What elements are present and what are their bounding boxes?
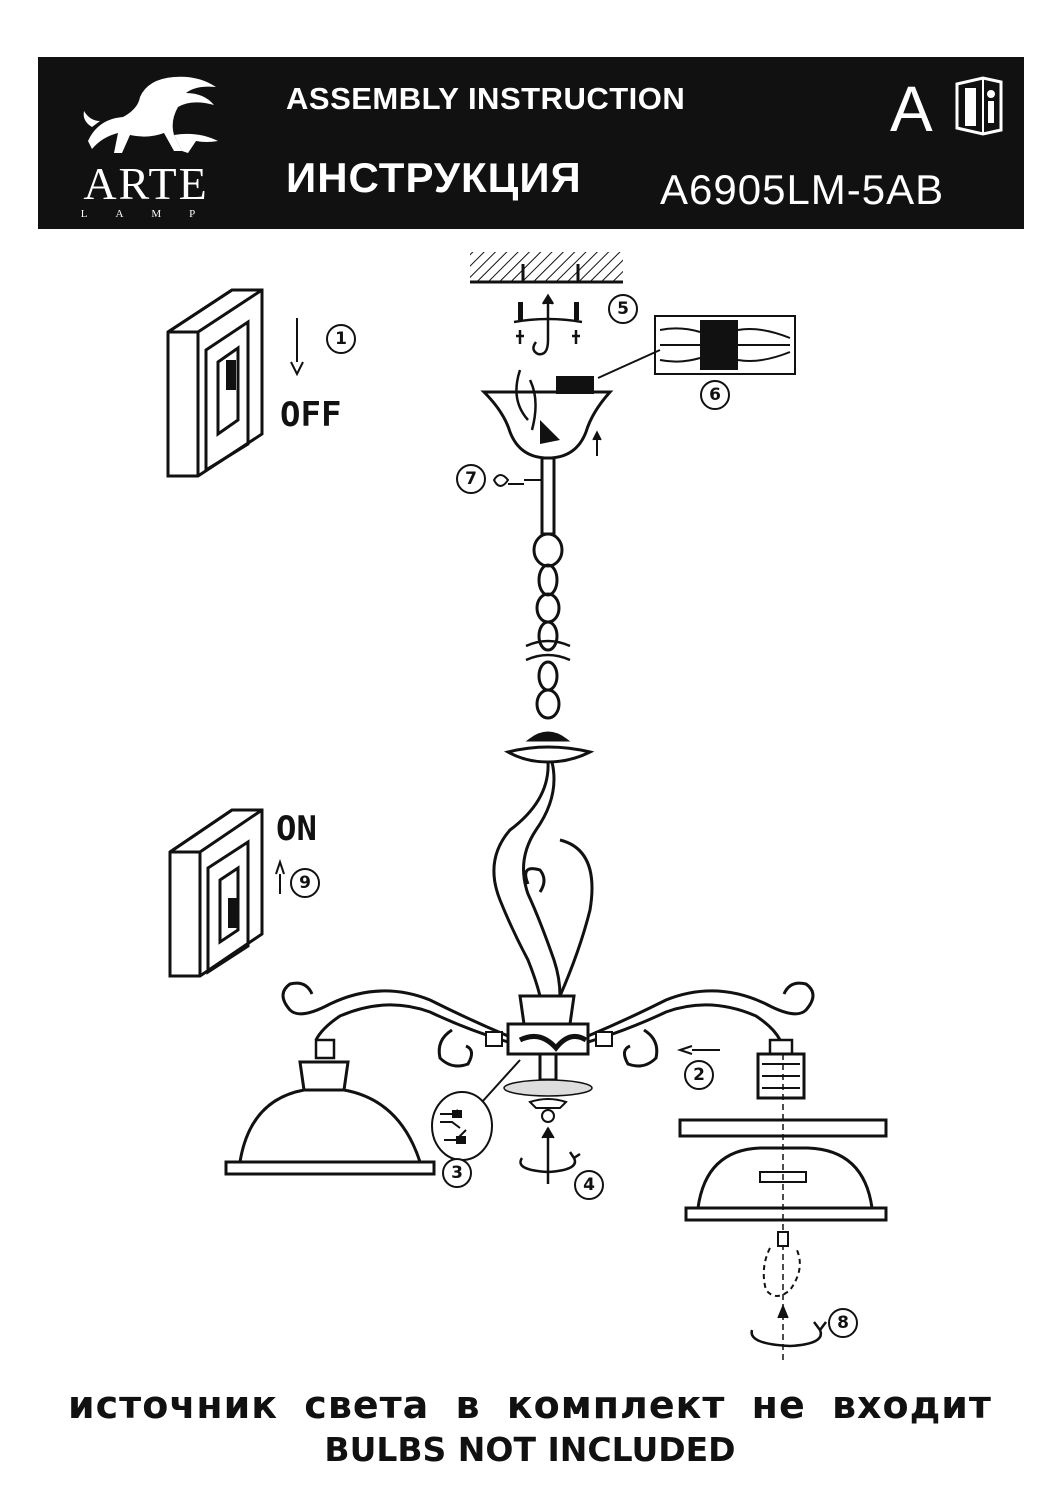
bulb-rotation xyxy=(750,1304,827,1348)
ceiling-canopy xyxy=(480,369,614,460)
step-number: 6 xyxy=(700,380,730,410)
step-number: 3 xyxy=(442,1158,472,1188)
brand-subtitle: LAMP xyxy=(80,208,224,220)
bulbs-note-russian: источник света в комплект не входит xyxy=(68,1383,992,1427)
header-banner: ARTE LAMP ASSEMBLY INSTRUCTION ИНСТРУКЦИ… xyxy=(38,57,1024,229)
on-label: ON xyxy=(276,809,317,849)
terminal-block-detail xyxy=(597,315,796,379)
bulbs-note-english: BULBS NOT INCLUDED xyxy=(324,1430,736,1469)
suspension-chain xyxy=(524,456,571,742)
assembly-diagram xyxy=(166,252,888,1360)
chandelier-frame xyxy=(281,745,815,1097)
wall-switch-on xyxy=(168,808,264,978)
bottom-finial xyxy=(519,1098,581,1184)
title-russian: ИНСТРУКЦИЯ xyxy=(286,154,582,201)
mounting-hardware xyxy=(513,293,583,356)
brand-name: ARTE xyxy=(83,158,209,209)
step-number: 1 xyxy=(326,324,356,354)
info-manual-icon xyxy=(955,76,1003,136)
step-number: 4 xyxy=(574,1170,604,1200)
right-shade-exploded xyxy=(678,1038,888,1360)
ceiling xyxy=(470,252,623,284)
step-number: 2 xyxy=(684,1060,714,1090)
direction-arrows xyxy=(275,318,720,1055)
wall-switch-off xyxy=(166,288,264,478)
step-number: 5 xyxy=(608,294,638,324)
wire-connector-detail xyxy=(431,1059,521,1161)
left-shade xyxy=(224,1038,436,1176)
step-number: 9 xyxy=(290,868,320,898)
category-letter: A xyxy=(890,73,933,145)
step-number: 8 xyxy=(828,1308,858,1338)
title-english: ASSEMBLY INSTRUCTION xyxy=(286,81,686,116)
lion-logo-icon xyxy=(83,76,218,153)
model-number: A6905LM-5AB xyxy=(660,166,945,213)
step-number: 7 xyxy=(456,464,486,494)
off-label: OFF xyxy=(280,395,342,435)
